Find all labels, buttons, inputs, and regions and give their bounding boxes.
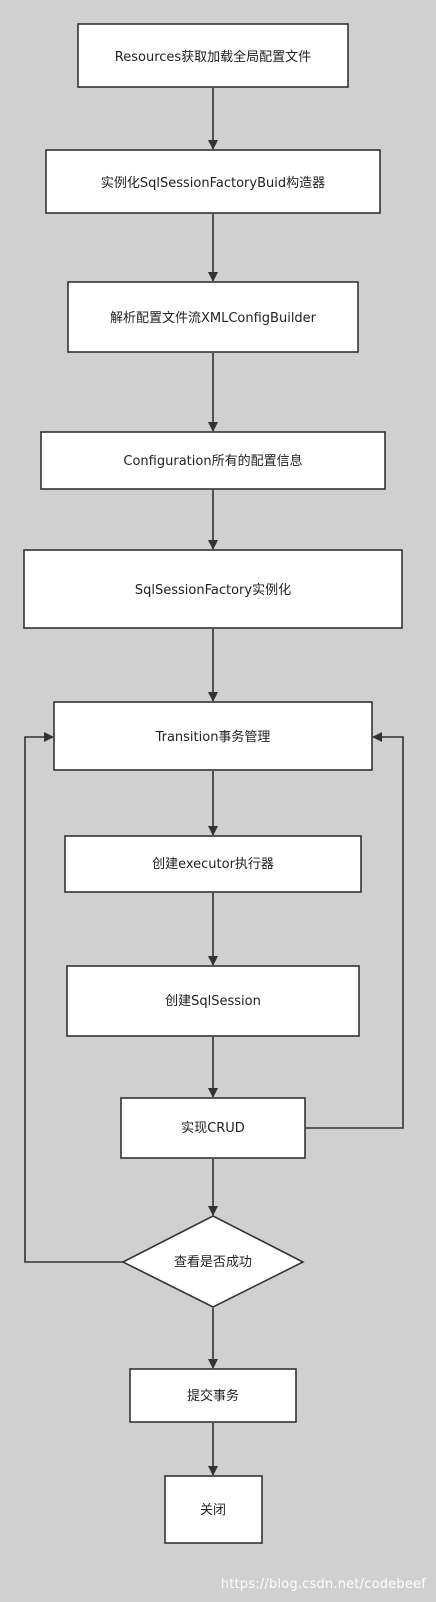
nodes: Resources获取加载全局配置文件 实例化SqlSessionFactory… <box>23 23 403 1544</box>
node-label: 实例化SqlSessionFactoryBuid构造器 <box>101 176 325 191</box>
node-resources-load-config: Resources获取加载全局配置文件 <box>77 23 349 88</box>
node-create-executor: 创建executor执行器 <box>64 835 362 893</box>
node-label: 创建executor执行器 <box>152 857 274 872</box>
node-label: 关闭 <box>200 1503 226 1518</box>
node-check-success-decision: 查看是否成功 <box>121 1215 305 1308</box>
node-configuration: Configuration所有的配置信息 <box>40 431 386 490</box>
node-implement-crud: 实现CRUD <box>120 1097 306 1159</box>
node-close: 关闭 <box>164 1475 263 1544</box>
node-transaction-management: Transition事务管理 <box>53 701 373 771</box>
edge-n10-n6-loop <box>24 732 123 1263</box>
node-sqlsessionfactory: SqlSessionFactory实例化 <box>23 549 403 629</box>
node-label: Configuration所有的配置信息 <box>123 453 302 469</box>
node-label: 查看是否成功 <box>174 1254 252 1270</box>
watermark: https://blog.csdn.net/codebeef <box>220 1577 426 1592</box>
node-instantiate-builder: 实例化SqlSessionFactoryBuid构造器 <box>45 149 381 214</box>
edge-n9-n6-loop <box>306 732 404 1129</box>
node-label: 解析配置文件流XMLConfigBuilder <box>110 311 317 326</box>
edges <box>24 88 404 1476</box>
node-parse-xml-config: 解析配置文件流XMLConfigBuilder <box>67 281 359 353</box>
node-label: SqlSessionFactory实例化 <box>135 583 291 598</box>
node-label: 实现CRUD <box>181 1121 245 1136</box>
node-label: Transition事务管理 <box>155 729 271 745</box>
node-label: Resources获取加载全局配置文件 <box>115 49 311 65</box>
node-label: 提交事务 <box>187 1388 239 1404</box>
node-commit-transaction: 提交事务 <box>129 1368 297 1423</box>
node-label: 创建SqlSession <box>165 994 261 1009</box>
node-create-sqlsession: 创建SqlSession <box>66 965 360 1037</box>
